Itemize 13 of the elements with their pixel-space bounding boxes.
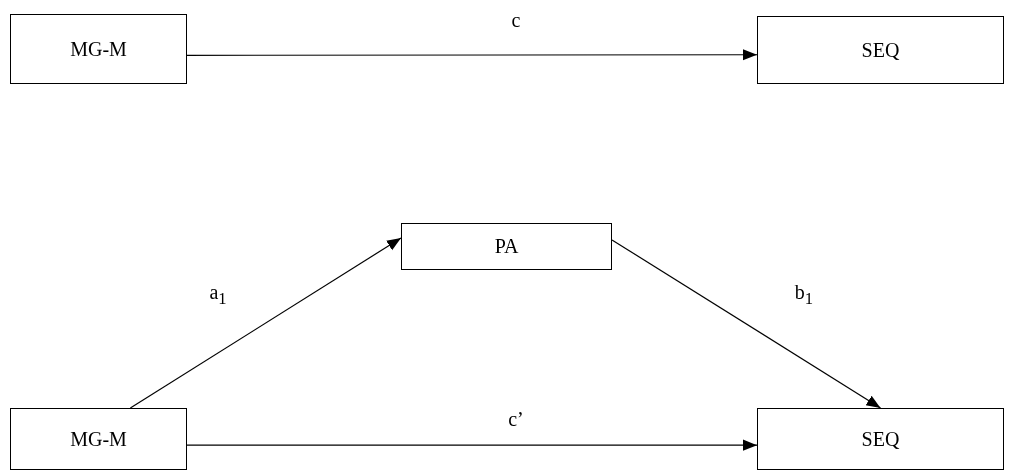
path-label: c xyxy=(511,10,521,30)
path-label: a$_{1}$ xyxy=(209,282,227,308)
variable-box: SEQ xyxy=(757,16,1004,84)
variable-box: MG-M xyxy=(10,14,187,84)
variable-box: SEQ xyxy=(757,408,1004,470)
variable-box: PA xyxy=(401,223,612,270)
arrow xyxy=(129,237,402,409)
arrow xyxy=(186,439,758,451)
arrow xyxy=(186,49,758,61)
path-label: c’ xyxy=(508,409,524,429)
arrow xyxy=(611,239,882,409)
variable-box: MG-M xyxy=(10,408,187,470)
path-label: b$_{1}$ xyxy=(794,282,814,308)
